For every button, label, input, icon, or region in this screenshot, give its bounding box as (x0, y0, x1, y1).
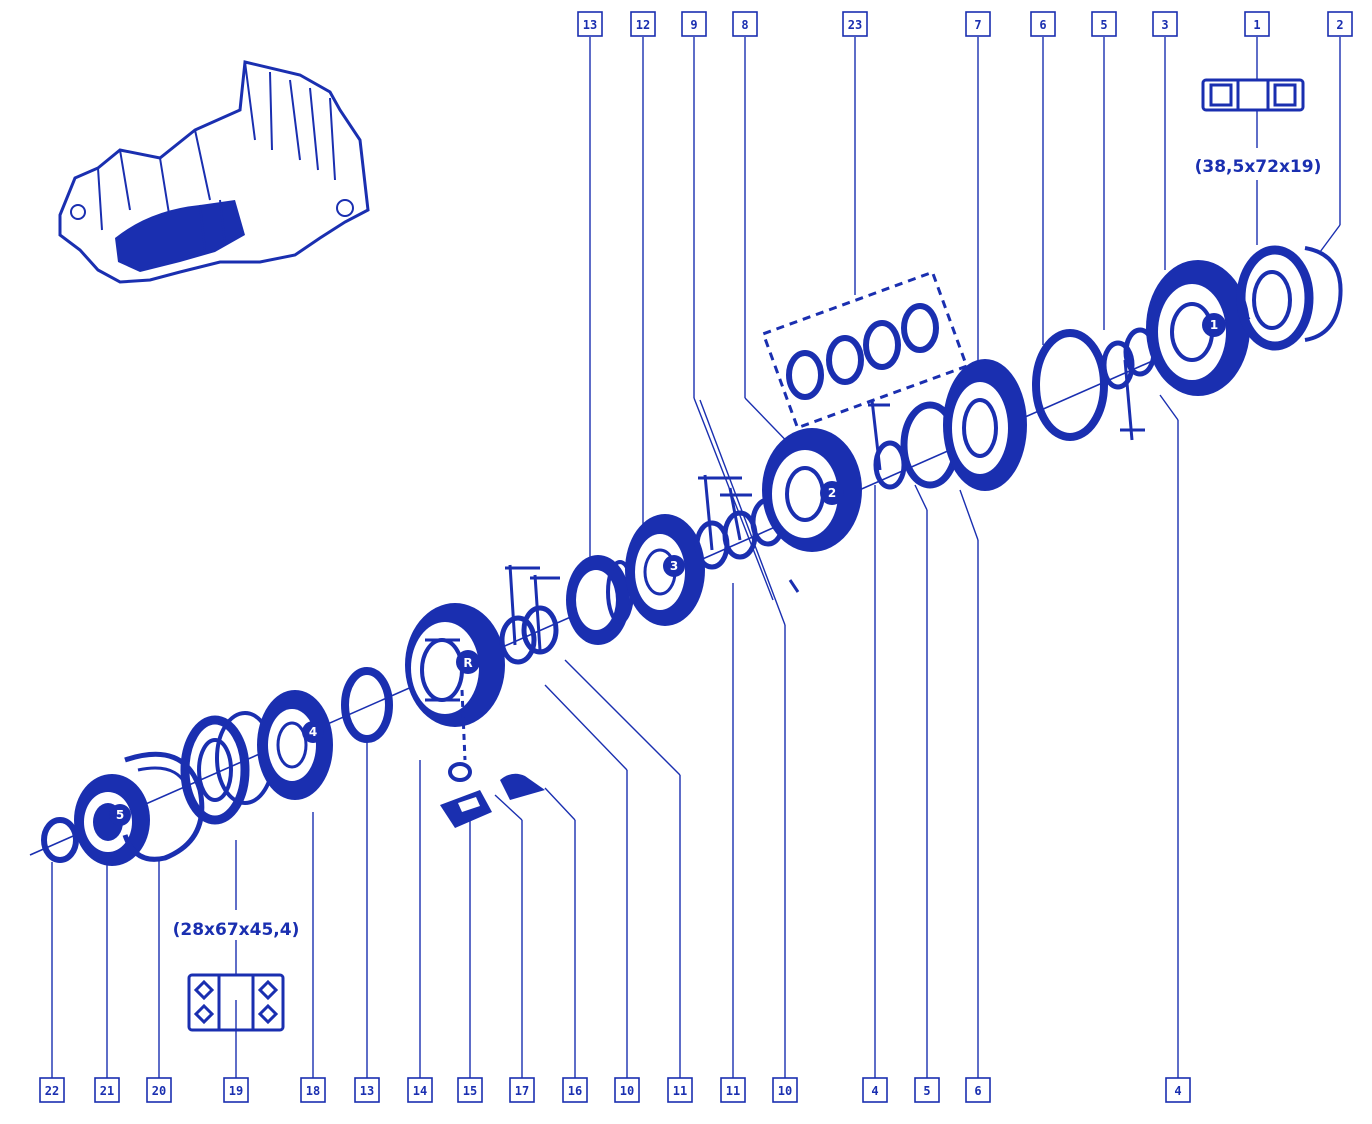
label-bottom-6: 13 (360, 1084, 374, 1098)
bearing-dimension-top: (38,5x72x19) (1195, 157, 1322, 177)
synchro-hub-assembly (868, 327, 1157, 491)
bearing-and-circlip (1236, 245, 1343, 351)
label-top-10: 1 (1253, 18, 1260, 32)
label-bottom-15: 4 (871, 1084, 878, 1098)
first-gear-assembly: 1 (1146, 260, 1250, 396)
label-bottom-9: 17 (515, 1084, 529, 1098)
label-bottom-4: 19 (229, 1084, 243, 1098)
bearing-symbol-bottom (187, 973, 285, 1032)
label-bottom-5: 18 (306, 1084, 320, 1098)
label-bottom-7: 14 (413, 1084, 427, 1098)
synchro-ring-lower (341, 667, 393, 743)
label-top-9: 3 (1161, 18, 1168, 32)
third-gear-badge: 3 (670, 559, 678, 573)
label-bottom-10: 16 (568, 1084, 582, 1098)
fourth-gear-assembly: 4 (180, 690, 333, 825)
label-bottom-14: 10 (778, 1084, 792, 1098)
label-bottom-1: 22 (45, 1084, 59, 1098)
label-top-4: 8 (741, 18, 748, 32)
label-bottom-13: 11 (726, 1084, 740, 1098)
fourth-gear-badge: 4 (309, 725, 317, 739)
label-bottom-2: 21 (100, 1084, 114, 1098)
fifth-gear-assembly: 5 (41, 751, 205, 866)
circlip-set (761, 270, 969, 430)
label-top-2: 12 (636, 18, 650, 32)
gearbox-housing-illustration (58, 60, 370, 284)
first-gear-badge: 1 (1210, 318, 1218, 332)
third-gear-assembly: 3 (499, 514, 705, 665)
bearing-symbol-top (1201, 78, 1305, 112)
reverse-gear-badge: R (463, 656, 472, 670)
bottom-leader-lines (51, 394, 1179, 1078)
label-bottom-8: 15 (463, 1084, 477, 1098)
bearing-dimension-bottom: (28x67x45,4) (173, 920, 300, 940)
small-parts-15-16-17 (440, 762, 545, 828)
label-bottom-17: 6 (974, 1084, 981, 1098)
second-gear-badge: 2 (828, 486, 836, 500)
label-top-3: 9 (690, 18, 697, 32)
label-bottom-12: 11 (673, 1084, 687, 1098)
label-top-7: 6 (1039, 18, 1046, 32)
label-top-6: 7 (974, 18, 981, 32)
label-bottom-16: 5 (923, 1084, 930, 1098)
reverse-gear-assembly: R (405, 603, 505, 761)
label-bottom-3: 20 (152, 1084, 166, 1098)
label-top-1: 13 (583, 18, 597, 32)
label-top-5: 23 (848, 18, 862, 32)
label-bottom-18: 4 (1174, 1084, 1181, 1098)
label-top-11: 2 (1336, 18, 1343, 32)
label-top-8: 5 (1100, 18, 1107, 32)
second-gear-assembly: 2 (762, 428, 862, 552)
label-bottom-11: 10 (620, 1084, 634, 1098)
fifth-gear-badge: 5 (116, 808, 124, 822)
top-reference-labels: 13 12 9 8 23 7 6 5 3 1 2 (577, 11, 1353, 37)
bottom-reference-labels: 22 21 20 19 18 13 14 15 17 16 10 11 11 1… (39, 1077, 1191, 1103)
